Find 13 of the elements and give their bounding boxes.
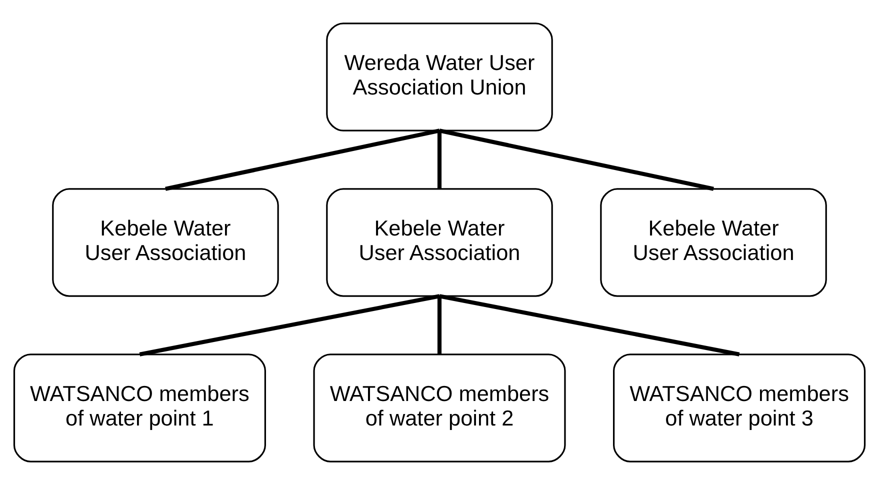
connector	[165, 128, 440, 190]
node-box: Kebele Water User Association	[326, 188, 553, 296]
node-box: WATSANCO members of water point 1	[13, 353, 266, 462]
connector	[139, 294, 440, 356]
connector	[439, 294, 740, 356]
connector	[437, 296, 442, 354]
node-box: Kebele Water User Association	[600, 188, 827, 296]
connector	[437, 130, 442, 188]
node-box: WATSANCO members of water point 3	[613, 353, 866, 462]
connector	[439, 128, 714, 190]
node-box: Kebele Water User Association	[52, 188, 279, 296]
node-box: Wereda Water User Association Union	[326, 22, 553, 131]
node-box: WATSANCO members of water point 2	[313, 353, 566, 462]
